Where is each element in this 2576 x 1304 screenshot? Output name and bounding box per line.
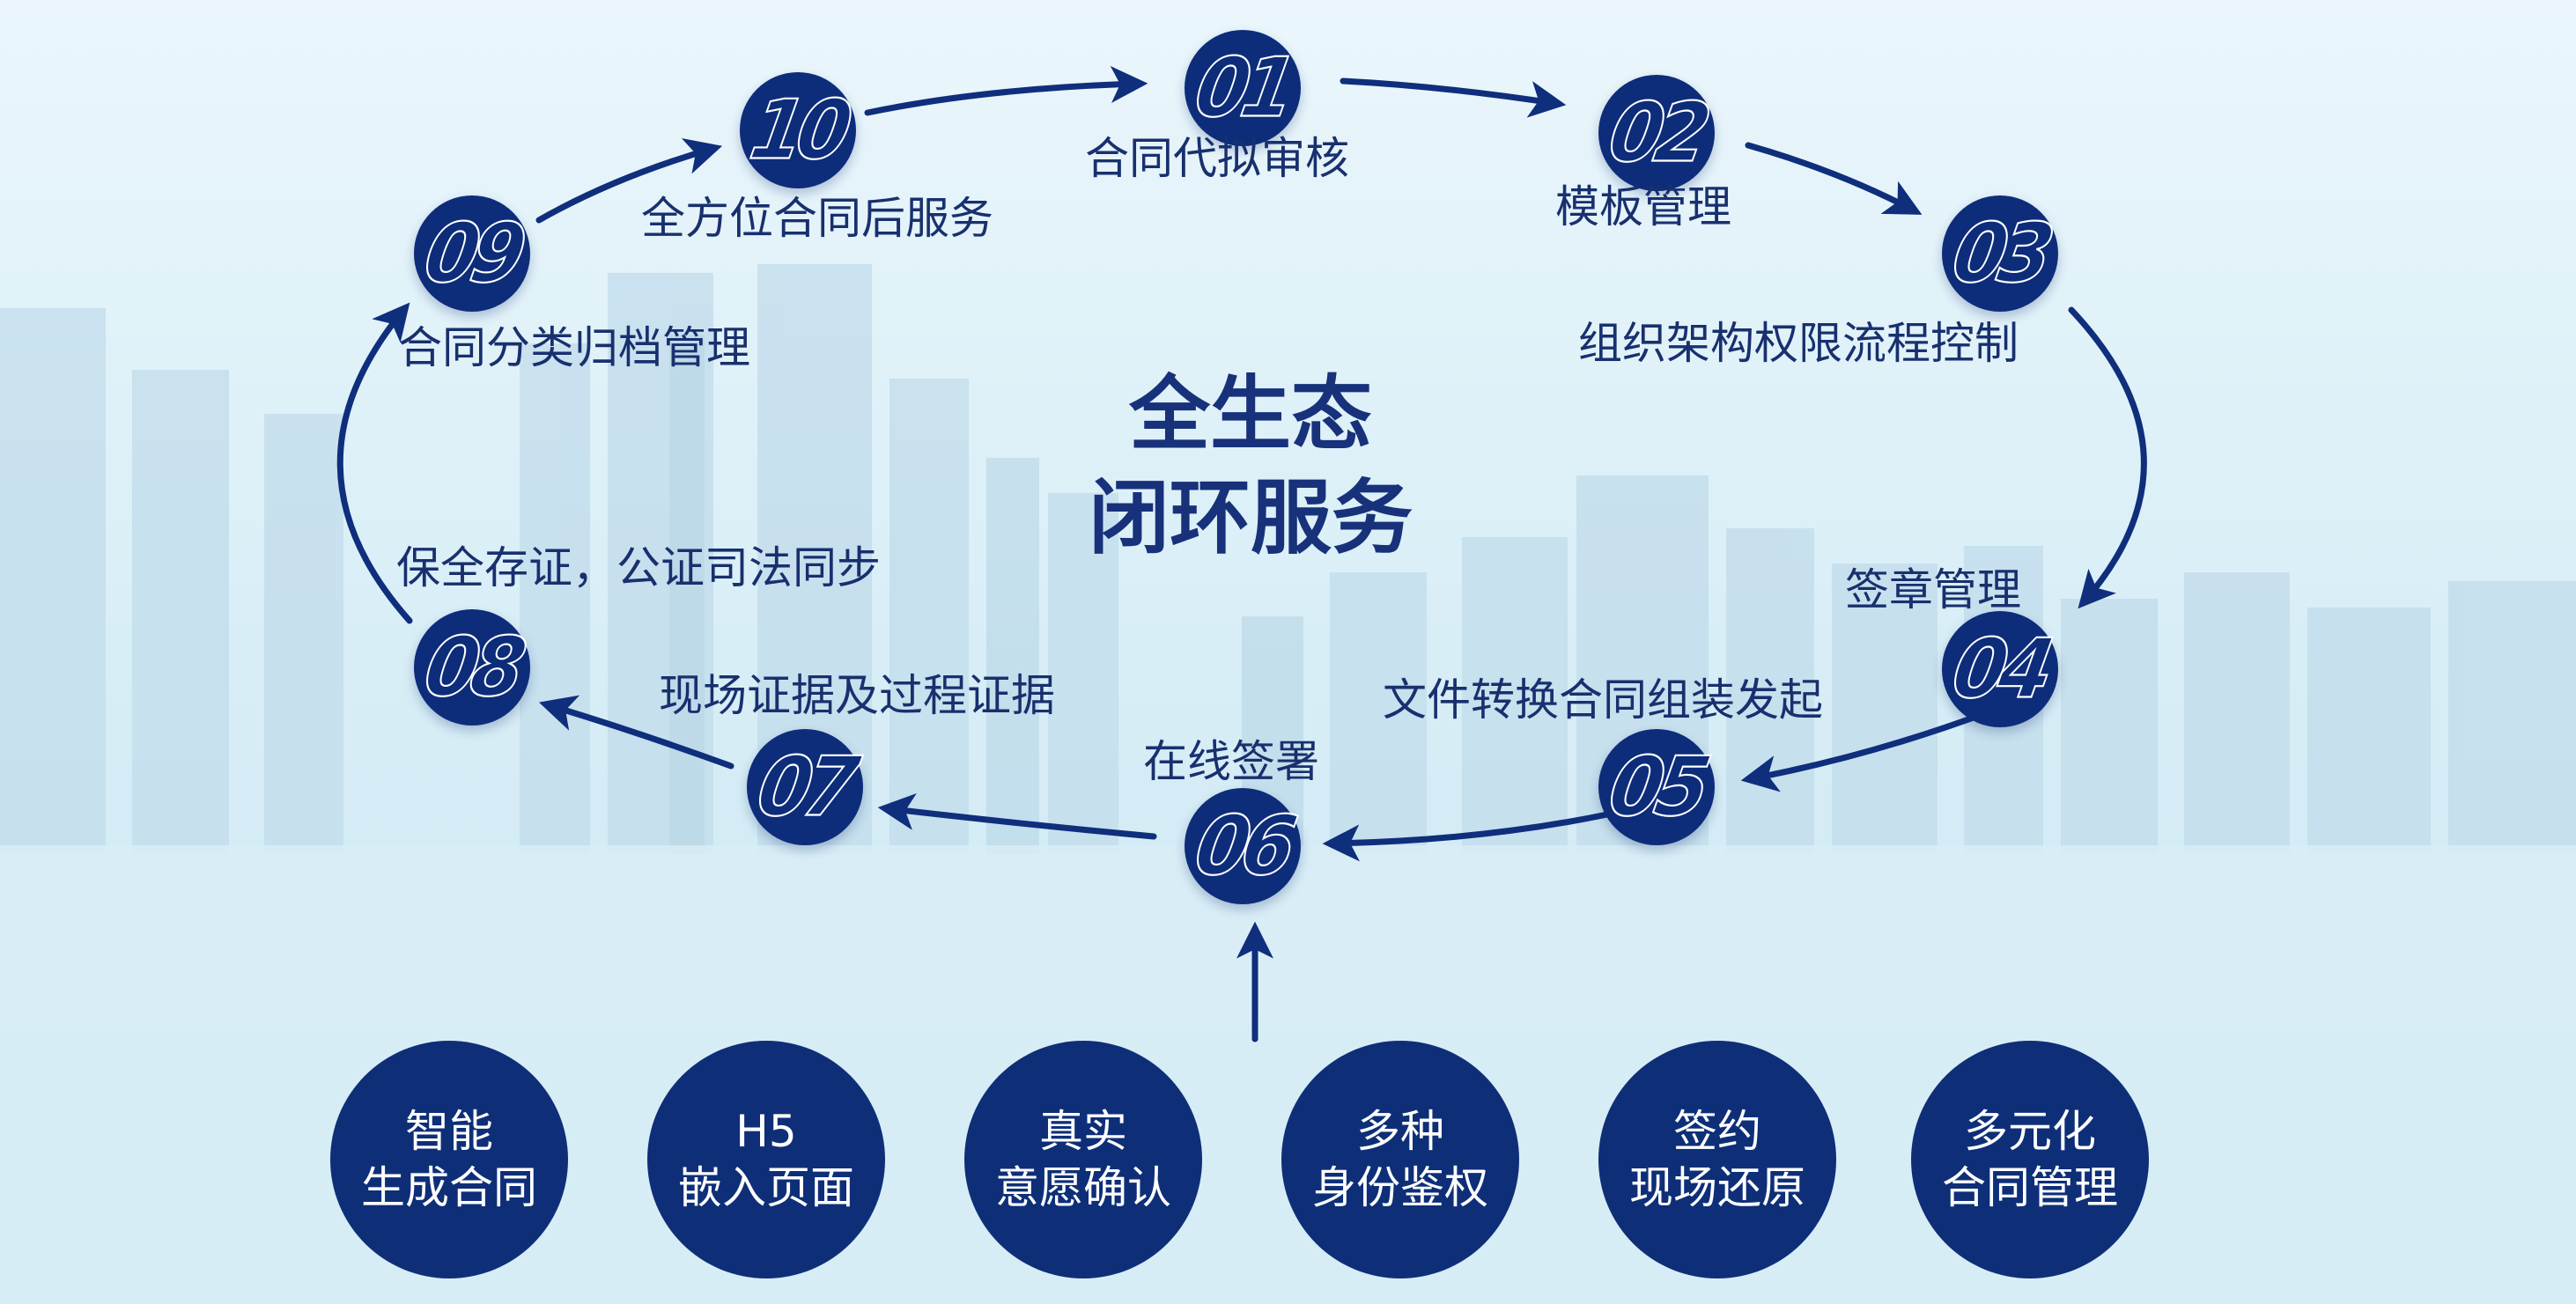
feature-h5-embed: H5 嵌入页面 [647,1041,885,1278]
step-04-badge: 04 [1942,611,2058,727]
feature-1-line2: 生成合同 [361,1162,537,1213]
step-08-badge: 08 [414,609,530,726]
feature-contract-management: 多元化 合同管理 [1911,1041,2149,1278]
step-01-label: 合同代拟审核 [1085,133,1349,184]
step-03-badge: 03 [1942,195,2058,312]
feature-3-line1: 真实 [1039,1106,1127,1157]
feature-5-line2: 现场还原 [1629,1162,1805,1213]
step-01-badge: 01 [1185,30,1301,146]
step-07-label: 现场证据及过程证据 [659,670,1055,721]
center-title-line2: 闭环服务 [1088,471,1413,565]
feature-6-line1: 多元化 [1964,1106,2096,1157]
step-07-number: 07 [750,739,860,836]
feature-1-line1: 智能 [405,1106,493,1157]
step-02-label: 模板管理 [1555,181,1731,232]
step-03-number: 03 [1945,205,2056,302]
step-08-label: 保全存证，公证司法同步 [396,542,881,593]
feature-3-line2: 意愿确认 [995,1162,1171,1213]
feature-2-line1: H5 [735,1106,797,1157]
step-10-label: 全方位合同后服务 [641,193,993,244]
feature-6-line2: 合同管理 [1942,1162,2118,1213]
step-04-label: 签章管理 [1845,564,2021,615]
step-06-badge: 06 [1185,788,1301,904]
feature-identity-auth: 多种 身份鉴权 [1281,1041,1519,1278]
feature-smart-contract: 智能 生成合同 [330,1041,568,1278]
feature-4-line1: 多种 [1356,1106,1444,1157]
step-01-number: 01 [1188,40,1298,136]
step-10-number: 10 [743,82,853,179]
step-08-number: 08 [417,619,528,716]
step-04-number: 04 [1945,621,2056,718]
step-02-number: 02 [1602,85,1712,181]
feature-intent-confirm: 真实 意愿确认 [964,1041,1202,1278]
step-05-badge: 05 [1598,729,1715,845]
feature-4-line2: 身份鉴权 [1312,1162,1488,1213]
center-title: 全生态 闭环服务 [1004,363,1497,571]
center-title-line1: 全生态 [1128,367,1372,461]
step-09-number: 09 [417,205,528,302]
step-10-badge: 10 [740,72,856,188]
step-05-label: 文件转换合同组装发起 [1383,674,1823,726]
step-06-label: 在线签署 [1143,736,1319,787]
step-07-badge: 07 [747,729,863,845]
step-03-label: 组织架构权限流程控制 [1578,318,2019,369]
feature-5-line1: 签约 [1673,1106,1761,1157]
step-09-badge: 09 [414,195,530,312]
step-05-number: 05 [1602,739,1712,836]
feature-scene-restore: 签约 现场还原 [1598,1041,1836,1278]
feature-2-line2: 嵌入页面 [678,1162,854,1213]
step-09-label: 合同分类归档管理 [398,322,750,373]
step-06-number: 06 [1188,798,1298,895]
step-02-badge: 02 [1598,75,1715,191]
